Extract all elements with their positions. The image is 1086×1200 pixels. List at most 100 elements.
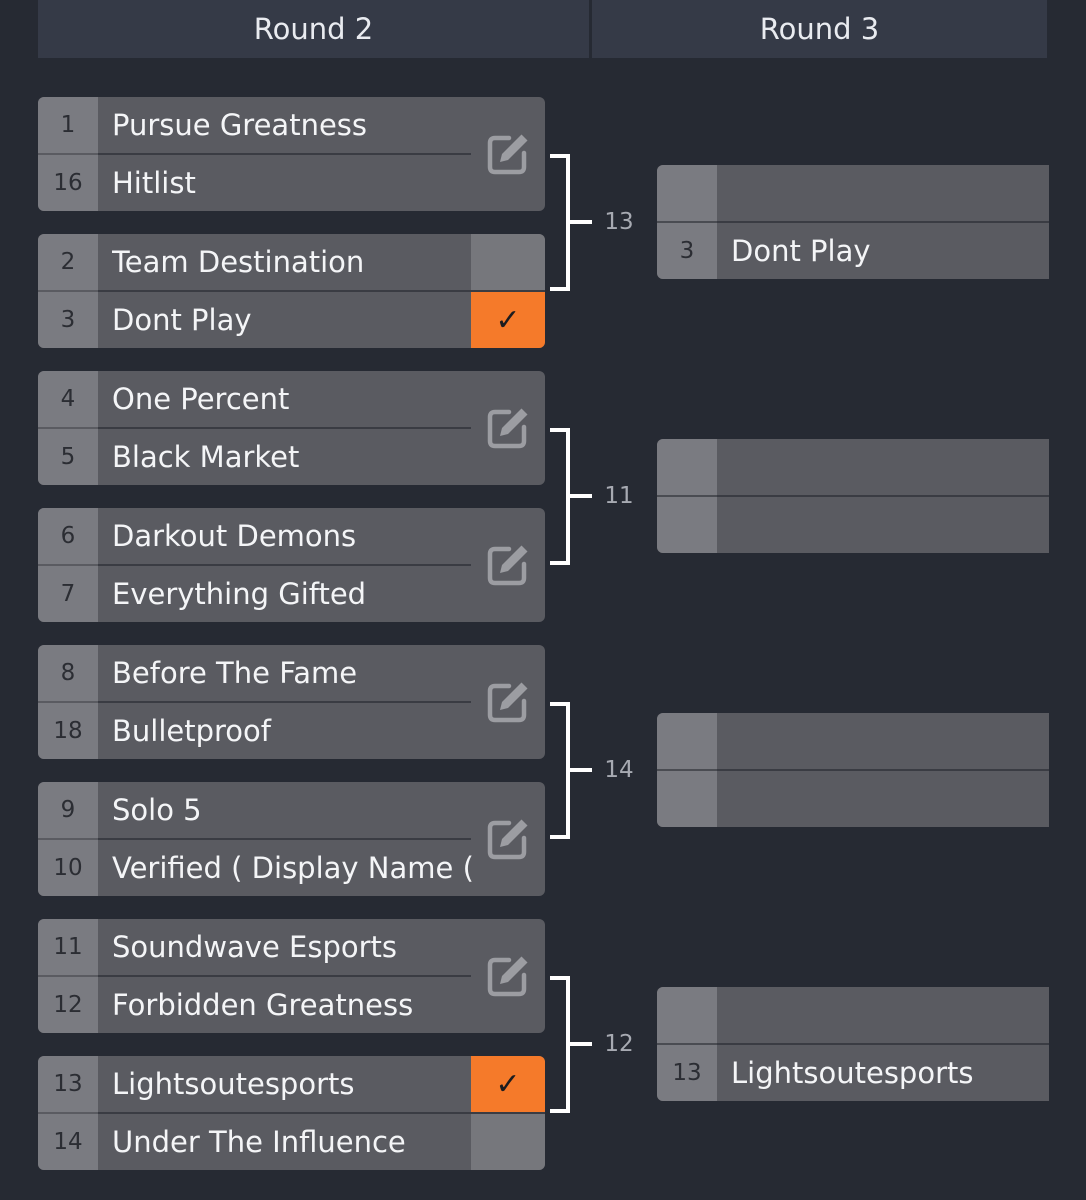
match-slot-bottom[interactable]: 14 Under The Influence [38, 1114, 545, 1170]
match-slot-top[interactable]: 11 Soundwave Esports [38, 919, 545, 975]
team-name: Solo 5 [112, 793, 202, 827]
slot-divider [98, 701, 471, 703]
slot-divider [98, 153, 471, 155]
edit-match-button[interactable] [471, 645, 545, 759]
winner-select-box[interactable] [471, 1114, 545, 1170]
edit-icon [487, 408, 528, 449]
seed-number [657, 439, 717, 495]
bracket-connector-stub [570, 494, 592, 498]
slot-divider [98, 564, 471, 566]
edit-icon [487, 819, 528, 860]
match-slot-bottom[interactable]: 16 Hitlist [38, 155, 545, 211]
match-slot-bottom[interactable]: 7 Everything Gifted [38, 566, 545, 622]
slot-divider [98, 975, 471, 977]
seed-number: 11 [38, 919, 98, 975]
team-name [731, 713, 1031, 769]
slot-divider [98, 427, 471, 429]
round-2-match: 13 Lightsoutesports 14 Under The Influen… [38, 1056, 545, 1170]
match-slot-top[interactable]: 9 Solo 5 [38, 782, 545, 838]
match-slot-top[interactable]: 6 Darkout Demons [38, 508, 545, 564]
seed-number: 5 [38, 429, 98, 485]
seed-number: 3 [657, 223, 717, 279]
winner-check-box[interactable]: ✓ [471, 292, 545, 348]
match-slot-bottom[interactable]: 18 Bulletproof [38, 703, 545, 759]
slot-divider [717, 495, 1049, 497]
round-2-match: 4 One Percent 5 Black Market [38, 371, 545, 485]
round-3-header: Round 3 [592, 0, 1047, 58]
seed-number: 9 [38, 782, 98, 838]
match-slot-bottom[interactable]: 3 Dont Play [657, 223, 1049, 279]
match-slot-top[interactable]: 13 Lightsoutesports [38, 1056, 545, 1112]
checkmark-icon: ✓ [495, 1066, 521, 1102]
seed-number: 16 [38, 155, 98, 211]
seed-number: 3 [38, 292, 98, 348]
winner-select-box[interactable] [471, 234, 545, 290]
match-slot-top[interactable] [657, 987, 1049, 1043]
seed-number: 14 [38, 1114, 98, 1170]
seed-number [657, 987, 717, 1043]
match-slot-top[interactable] [657, 165, 1049, 221]
edit-match-button[interactable] [471, 97, 545, 211]
match-slot-top[interactable]: 1 Pursue Greatness [38, 97, 545, 153]
edit-match-button[interactable] [471, 371, 545, 485]
match-slot-bottom[interactable]: 10 Verified ( Display Name ( [38, 840, 545, 896]
seed-number: 13 [657, 1045, 717, 1101]
match-slot-top[interactable]: 2 Team Destination [38, 234, 545, 290]
seed-number: 18 [38, 703, 98, 759]
match-slot-top[interactable]: 8 Before The Fame [38, 645, 545, 701]
round-3-match [657, 439, 1049, 553]
team-name: Hitlist [112, 166, 196, 200]
edit-icon [487, 134, 528, 175]
slot-divider [717, 769, 1049, 771]
edit-match-button[interactable] [471, 919, 545, 1033]
round-2-match: 1 Pursue Greatness 16 Hitlist [38, 97, 545, 211]
edit-icon [487, 545, 528, 586]
team-name: Everything Gifted [112, 577, 367, 611]
team-name: Verified ( Display Name ( [112, 851, 474, 885]
round-2-match: 8 Before The Fame 18 Bulletproof [38, 645, 545, 759]
round-2-match: 2 Team Destination 3 Dont Play ✓ [38, 234, 545, 348]
round-2-header: Round 2 [38, 0, 589, 58]
team-name: Dont Play [112, 303, 252, 337]
match-slot-bottom[interactable]: 3 Dont Play [38, 292, 545, 348]
team-name: Before The Fame [112, 656, 358, 690]
slot-divider [98, 838, 471, 840]
seed-gap [657, 495, 717, 497]
team-name: Black Market [112, 440, 300, 474]
team-name: Team Destination [112, 245, 365, 279]
checkmark-icon: ✓ [495, 302, 521, 338]
match-slot-bottom[interactable]: 13 Lightsoutesports [657, 1045, 1049, 1101]
seed-number [657, 165, 717, 221]
next-match-number: 11 [604, 483, 634, 509]
team-name [731, 497, 1031, 553]
match-slot-bottom[interactable]: 12 Forbidden Greatness [38, 977, 545, 1033]
round-2-match: 11 Soundwave Esports 12 Forbidden Greatn… [38, 919, 545, 1033]
bracket-connector [550, 702, 570, 839]
team-name: Dont Play [731, 234, 871, 268]
team-name [731, 165, 1031, 221]
winner-check-box[interactable]: ✓ [471, 1056, 545, 1112]
bracket-connector [550, 976, 570, 1113]
team-name [731, 439, 1031, 495]
match-slot-bottom[interactable]: 5 Black Market [38, 429, 545, 485]
team-name [731, 987, 1031, 1043]
edit-match-button[interactable] [471, 508, 545, 622]
match-slot-top[interactable] [657, 439, 1049, 495]
next-match-number: 12 [604, 1031, 634, 1057]
seed-number: 8 [38, 645, 98, 701]
round-3-match: 3 Dont Play [657, 165, 1049, 279]
edit-icon [487, 956, 528, 997]
match-slot-bottom[interactable] [657, 497, 1049, 553]
seed-number: 7 [38, 566, 98, 622]
team-name: Forbidden Greatness [112, 988, 414, 1022]
match-slot-bottom[interactable] [657, 771, 1049, 827]
slot-divider [717, 221, 1049, 223]
seed-number: 4 [38, 371, 98, 427]
slot-divider [717, 1043, 1049, 1045]
match-slot-top[interactable]: 4 One Percent [38, 371, 545, 427]
round-3-match: 13 Lightsoutesports [657, 987, 1049, 1101]
match-slot-top[interactable] [657, 713, 1049, 769]
team-name: Pursue Greatness [112, 108, 368, 142]
seed-number [657, 771, 717, 827]
edit-match-button[interactable] [471, 782, 545, 896]
